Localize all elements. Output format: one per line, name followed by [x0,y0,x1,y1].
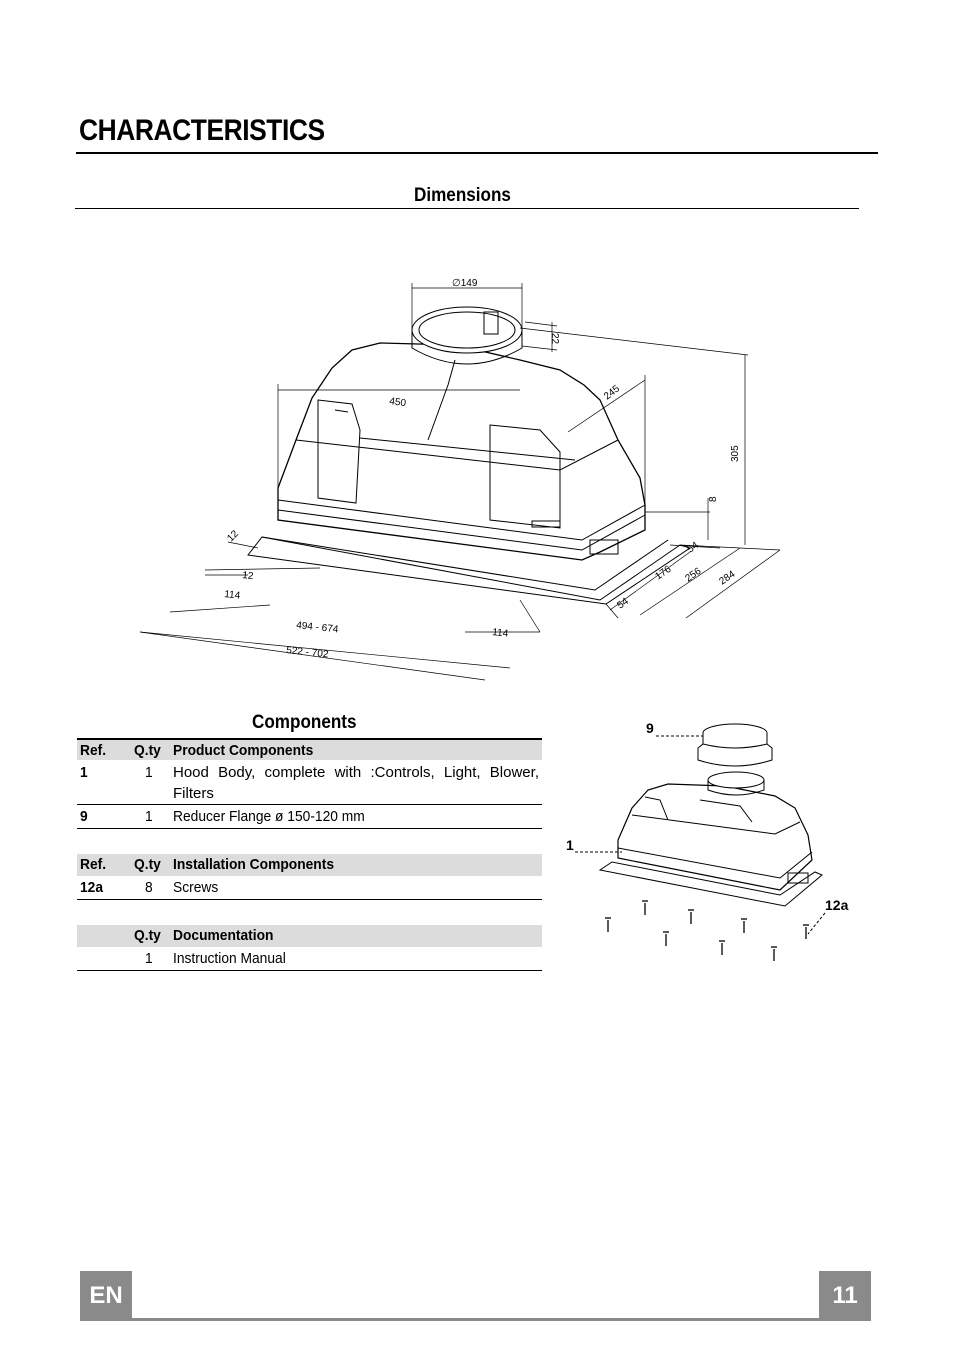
callout-screws: 12a [825,897,849,913]
outlet-collar [411,306,523,354]
dim-offset-left: 114 [224,589,241,602]
table-header: Ref. Q.ty Installation Components [77,854,542,876]
hood-body [277,342,646,561]
row-qty: 8 [144,879,153,896]
table-header: Q.ty Documentation [77,925,542,947]
dimensions-heading: Dimensions [414,185,511,206]
dimension-drawing: ∅149 22 450 245 305 8 12 12 114 494 - 67… [139,278,781,681]
installation-components-table: Ref. Q.ty Installation Components 12a 8 … [77,854,542,900]
dimensions-divider [75,208,859,209]
dim-width-range: 494 - 674 [296,620,340,635]
dim-total-height: 305 [730,445,741,462]
dim-side-284: 284 [717,569,737,588]
header-qty: Q.ty [134,856,162,873]
row-qty: 1 [144,808,153,825]
table-row: 12a 8 Screws [77,876,542,900]
table-header: Ref. Q.ty Product Components [77,738,542,760]
table-row: 1 Instruction Manual [77,947,542,971]
dim-flange-thickness: 8 [708,496,719,502]
flange-rim [261,536,669,591]
table-row: 1 1 Hood Body, complete with :Controls, … [77,760,542,805]
language-tab: EN [80,1271,132,1321]
row-ref: 1 [80,764,88,781]
dim-outlet-height: 22 [549,333,560,345]
dim-total-width-range: 522 - 702 [286,645,330,660]
documentation-table: Q.ty Documentation 1 Instruction Manual [77,925,542,971]
screws [605,900,809,961]
title-divider [76,152,878,154]
page-title: CHARACTERISTICS [79,114,325,147]
dim-side-256: 256 [683,566,703,585]
dim-side-54-top: 54 [685,540,701,556]
row-ref: 12a [80,879,104,896]
callout-flange: 9 [646,720,654,736]
dim-offset-right: 114 [492,627,509,640]
dim-outlet-diameter: ∅149 [452,278,478,289]
dim-edge-left-top: 12 [225,528,241,544]
header-desc: Installation Components [173,856,335,873]
product-components-table: Ref. Q.ty Product Components 1 1 Hood Bo… [77,738,542,829]
dim-body-depth: 245 [602,383,622,402]
assembly-drawing: 9 1 12a [566,720,849,961]
dim-body-width: 450 [389,396,407,409]
table-row: 9 1 Reducer Flange ø 150-120 mm [77,805,542,829]
header-desc: Documentation [173,927,274,944]
row-qty: 1 [144,950,153,967]
row-ref: 9 [80,808,88,825]
dim-side-54-bottom: 54 [615,596,631,612]
hood-body-small [598,771,823,907]
row-desc: Instruction Manual [173,950,286,967]
header-qty: Q.ty [134,927,162,944]
dim-edge-left: 12 [242,570,255,582]
row-qty: 1 [144,764,153,781]
reducer-flange [697,723,773,767]
header-qty: Q.ty [134,742,162,759]
header-ref: Ref. [80,856,107,873]
row-desc: Hood Body, complete with :Controls, Ligh… [173,764,539,802]
header-desc: Product Components [173,742,314,759]
footer-divider [132,1318,819,1321]
page-number: 11 [819,1271,871,1321]
row-desc: Reducer Flange ø 150-120 mm [173,808,365,825]
row-desc: Screws [173,879,219,896]
header-ref: Ref. [80,742,107,759]
components-heading: Components [252,712,357,733]
callout-body: 1 [566,837,574,853]
